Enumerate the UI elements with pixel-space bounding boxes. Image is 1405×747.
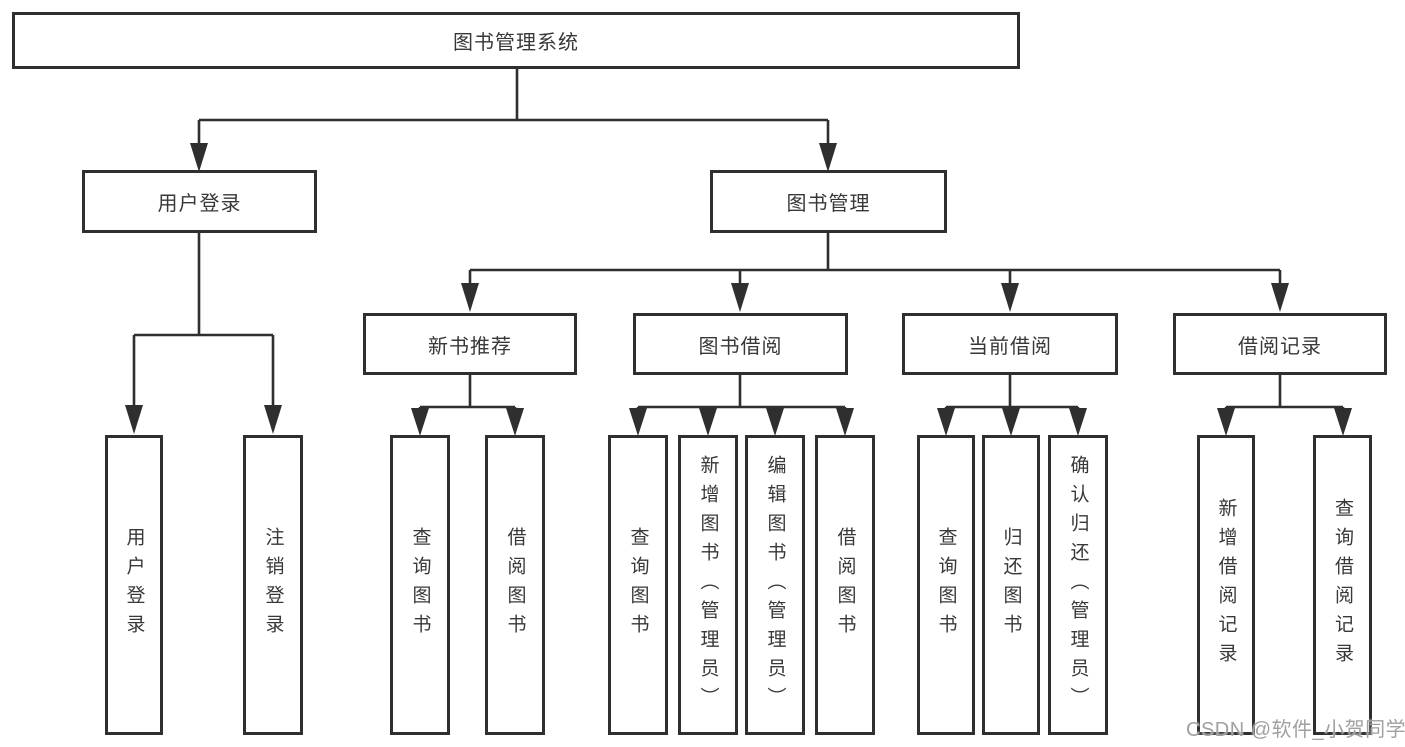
leaf-logout: 注销登录 xyxy=(243,435,303,735)
leaf-label: 归还图书 xyxy=(1000,527,1022,643)
node-new-book-recommend: 新书推荐 xyxy=(363,313,577,375)
leaf-add-borrow-record: 新增借阅记录 xyxy=(1197,435,1255,735)
leaf-label: 确认归还（管理员） xyxy=(1067,454,1089,716)
leaf-label: 注销登录 xyxy=(262,527,284,643)
arrow-down-icon xyxy=(836,408,854,436)
leaf-query-books-current: 查询图书 xyxy=(917,435,975,735)
leaf-query-books-recommend: 查询图书 xyxy=(390,435,450,735)
arrow-down-icon xyxy=(1217,408,1235,436)
node-label: 用户登录 xyxy=(157,193,242,215)
node-user-login: 用户登录 xyxy=(82,170,317,233)
node-library-management-system: 图书管理系统 xyxy=(12,12,1020,69)
leaf-label: 编辑图书（管理员） xyxy=(764,454,786,716)
leaf-label: 新增图书（管理员） xyxy=(697,454,719,716)
connector-new-book-recommend-children xyxy=(411,375,524,436)
arrow-down-icon xyxy=(264,405,282,434)
leaf-user-login: 用户登录 xyxy=(105,435,163,735)
arrow-down-icon xyxy=(766,408,784,436)
leaf-label: 借阅图书 xyxy=(834,527,856,643)
leaf-query-books-borrow: 查询图书 xyxy=(608,435,668,735)
leaf-edit-book-admin: 编辑图书（管理员） xyxy=(745,435,805,735)
arrow-down-icon xyxy=(937,408,955,436)
arrow-down-icon xyxy=(1069,408,1087,436)
leaf-query-borrow-record: 查询借阅记录 xyxy=(1313,435,1372,735)
leaf-label: 新增借阅记录 xyxy=(1215,498,1237,672)
leaf-label: 查询图书 xyxy=(627,527,649,643)
arrow-down-icon xyxy=(506,408,524,436)
leaf-return-book: 归还图书 xyxy=(982,435,1040,735)
leaf-label: 用户登录 xyxy=(123,527,145,643)
csdn-watermark: CSDN @软件_小贺同学 xyxy=(1186,719,1405,741)
leaf-confirm-return-admin: 确认归还（管理员） xyxy=(1048,435,1108,735)
arrow-down-icon xyxy=(1001,283,1019,312)
node-label: 当前借阅 xyxy=(968,335,1052,358)
arrow-down-icon xyxy=(190,143,208,172)
arrow-down-icon xyxy=(629,408,647,436)
leaf-borrow-books-recommend: 借阅图书 xyxy=(485,435,545,735)
arrow-down-icon xyxy=(461,283,479,312)
node-label: 图书管理系统 xyxy=(453,32,579,54)
leaf-label: 查询借阅记录 xyxy=(1332,498,1353,672)
node-current-borrowing: 当前借阅 xyxy=(902,313,1118,375)
leaf-label: 查询图书 xyxy=(935,527,957,643)
leaf-add-book-admin: 新增图书（管理员） xyxy=(678,435,738,735)
node-label: 借阅记录 xyxy=(1238,335,1322,358)
arrow-down-icon xyxy=(1271,283,1289,312)
arrow-down-icon xyxy=(819,143,837,172)
connector-book-management-children xyxy=(461,233,1289,312)
leaf-label: 查询图书 xyxy=(409,527,431,643)
node-label: 新书推荐 xyxy=(428,335,512,358)
arrow-down-icon xyxy=(731,283,749,312)
connector-root-to-level2 xyxy=(190,69,837,172)
arrow-down-icon xyxy=(125,405,143,434)
node-label: 图书管理 xyxy=(786,193,871,215)
arrow-down-icon xyxy=(699,408,717,436)
connector-user-login-children xyxy=(125,233,282,434)
node-book-borrowing: 图书借阅 xyxy=(633,313,848,375)
node-label: 图书借阅 xyxy=(698,335,783,358)
connector-borrowing-records-children xyxy=(1217,375,1352,436)
node-borrowing-records: 借阅记录 xyxy=(1173,313,1387,375)
arrow-down-icon xyxy=(1334,408,1352,436)
leaf-borrow-books-borrow: 借阅图书 xyxy=(815,435,875,735)
arrow-down-icon xyxy=(411,408,429,436)
arrow-down-icon xyxy=(1002,408,1020,436)
node-book-management: 图书管理 xyxy=(710,170,947,233)
connector-current-borrowing-children xyxy=(937,375,1087,436)
leaf-label: 借阅图书 xyxy=(504,527,526,643)
connector-book-borrowing-children xyxy=(629,375,854,436)
